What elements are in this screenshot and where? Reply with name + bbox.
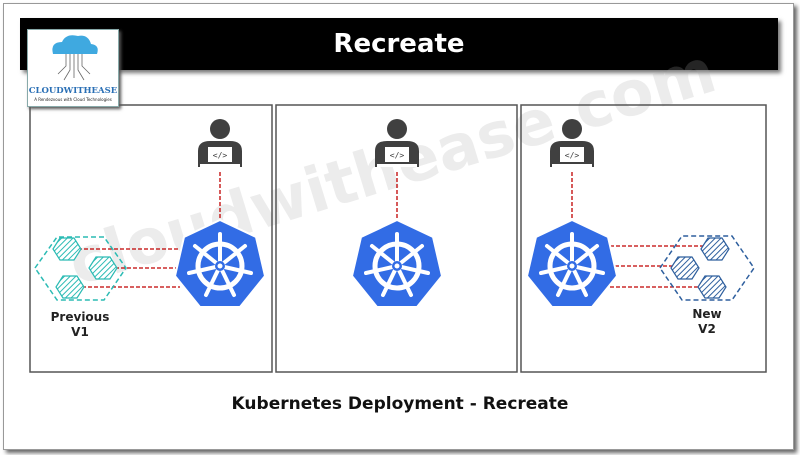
user-developer-icon [550,119,594,167]
label-line-2: V1 [71,325,89,339]
panel-borders [29,104,767,373]
kubernetes-icon [527,220,617,307]
pod-icon [55,275,85,299]
user-developer-icon [198,119,242,167]
logo-name: CLOUDWITHEASE [28,86,118,96]
pod-icon [52,237,82,261]
logo-tagline: A Rendezvous with Cloud Technologies [34,97,112,102]
kubernetes-icon [352,220,442,307]
label-line-2: V2 [698,322,716,336]
pod-icon [700,237,730,261]
cloud-logo-icon [52,35,98,81]
label-line-1: Previous [50,310,110,324]
pods-v1 [34,236,127,301]
pod-icon [88,256,118,280]
caption: Kubernetes Deployment - Recreate [231,394,569,414]
user-developer-icon [375,119,419,167]
pod-icon [697,275,727,299]
pod-icon [670,256,700,280]
links [78,172,705,288]
title-bar [20,18,778,70]
logo: CLOUDWITHEASE A Rendezvous with Cloud Te… [27,29,119,107]
frame [3,3,794,450]
pods-v2 [659,235,755,301]
title: Recreate [333,29,465,59]
kubernetes-icon [175,220,265,307]
label-line-1: New [692,307,722,321]
